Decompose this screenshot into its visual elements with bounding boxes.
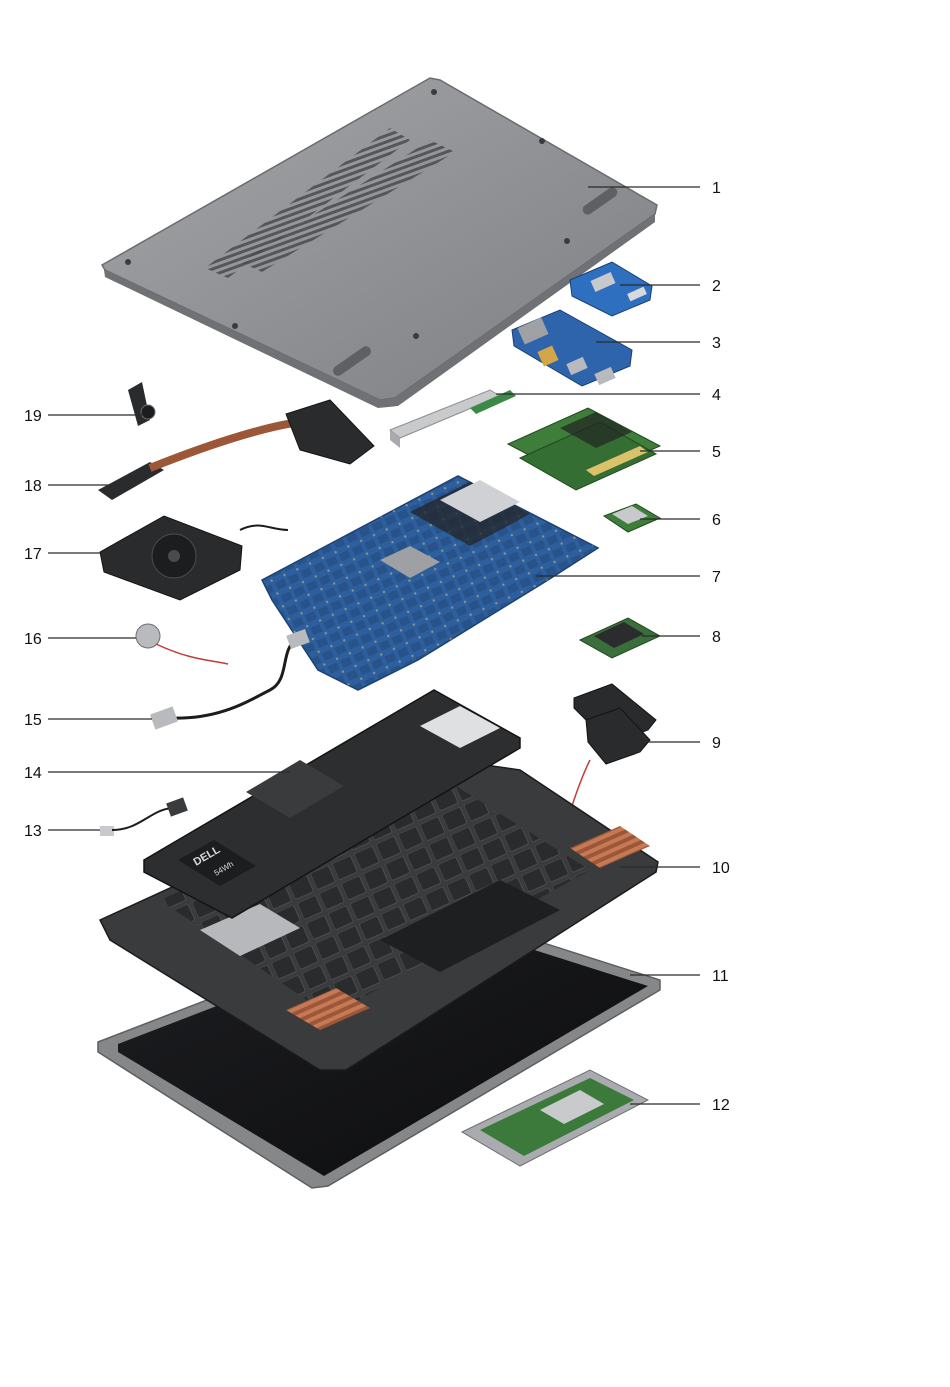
io-board: [512, 310, 632, 386]
dc-in-port: [100, 797, 188, 836]
power-button: [128, 382, 155, 426]
ssd-with-shield: [390, 390, 516, 448]
callout-7: 7: [712, 569, 721, 586]
coin-cell-battery: [136, 624, 228, 664]
wlan-card: [604, 504, 660, 532]
callout-2: 2: [712, 278, 721, 295]
callout-5: 5: [712, 444, 721, 461]
system-board: [262, 476, 598, 690]
callout-17: 17: [24, 546, 42, 563]
callout-19: 19: [24, 408, 42, 425]
callout-11: 11: [712, 968, 729, 985]
callout-3: 3: [712, 335, 721, 352]
callout-1: 1: [712, 180, 721, 197]
callout-15: 15: [24, 712, 42, 729]
callout-13: 13: [24, 823, 42, 840]
display-cable: [150, 629, 310, 730]
callout-18: 18: [24, 478, 42, 495]
callout-6: 6: [712, 512, 721, 529]
callout-12: 12: [712, 1097, 730, 1114]
callout-9: 9: [712, 735, 721, 752]
memory-modules: [508, 408, 660, 490]
callout-8: 8: [712, 629, 721, 646]
callout-16: 16: [24, 631, 42, 648]
callout-10: 10: [712, 860, 730, 877]
callout-14: 14: [24, 765, 42, 782]
system-fan: [100, 516, 288, 600]
m2-ssd-card: [580, 618, 660, 658]
speakers: [570, 684, 656, 812]
callout-4: 4: [712, 387, 721, 404]
